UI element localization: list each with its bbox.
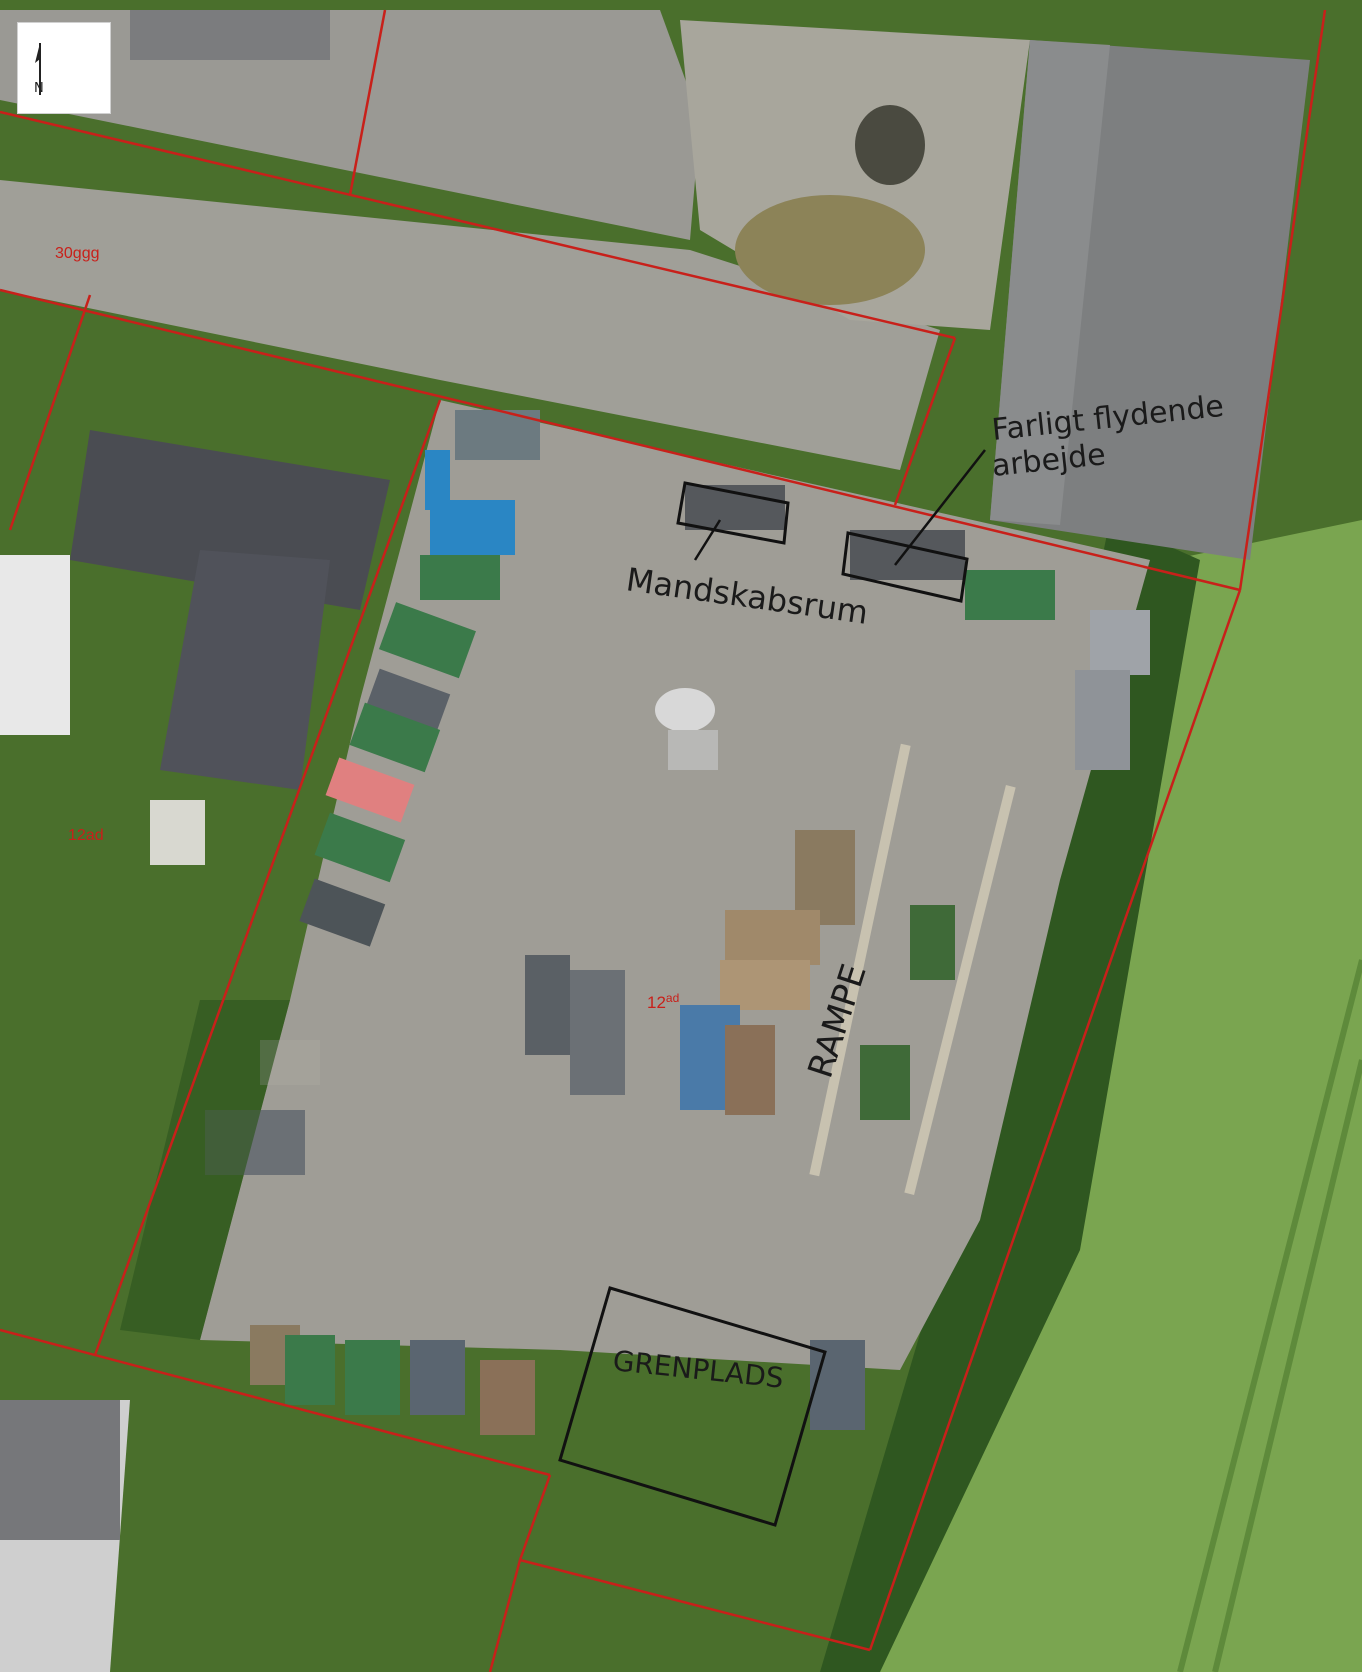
dry-grass-patch: [735, 195, 925, 305]
container: [314, 812, 406, 883]
tree-line: [820, 520, 1200, 1672]
container: [325, 757, 415, 823]
left-house-wing: [160, 550, 330, 790]
parcel-label-top-left: 30ggg: [55, 245, 100, 262]
container: [725, 1025, 775, 1115]
container: [299, 878, 386, 947]
container: [410, 1340, 465, 1415]
mandskabsrum-leader-line: [693, 519, 722, 561]
north-arrow-icon: [35, 43, 41, 95]
top-left-building: [130, 10, 330, 60]
container: [420, 555, 500, 600]
warehouse-roof-shade: [990, 40, 1110, 525]
small-structure: [150, 800, 205, 865]
ramp-strip: [904, 785, 1016, 1195]
container: [795, 830, 855, 925]
container: [285, 1335, 335, 1405]
container: [349, 702, 441, 773]
container: [480, 1360, 535, 1435]
container: [810, 1340, 865, 1430]
container: [364, 668, 451, 737]
bulk-bag: [655, 688, 715, 732]
container: [570, 970, 625, 1095]
mandskabsrum-outline: [676, 481, 790, 545]
container: [720, 960, 810, 1010]
parcel-label-center-sup: ad: [666, 991, 679, 1005]
left-white-building: [0, 555, 70, 735]
parcel-label-center: 12ad: [647, 991, 679, 1012]
container: [725, 910, 820, 965]
pallet: [668, 730, 718, 770]
container: [860, 1045, 910, 1120]
north-arrow: N: [17, 22, 111, 114]
container: [965, 570, 1055, 620]
parcel-boundaries: [0, 9, 1327, 1672]
container: [1075, 670, 1130, 770]
container: [345, 1340, 400, 1415]
container: [525, 955, 570, 1055]
ramp-strip: [809, 743, 911, 1177]
west-tree-shadow: [120, 1000, 290, 1340]
container: [910, 905, 955, 980]
grenplads-outline: [558, 1286, 827, 1527]
field-tractor-lines: [1177, 959, 1362, 1672]
container: [1090, 610, 1150, 675]
parcel-label-center-main: 12: [647, 993, 666, 1012]
northern-yard: [0, 180, 940, 470]
north-road: [0, 10, 700, 240]
farligt-leader-line: [894, 449, 986, 566]
north-label: N: [34, 81, 44, 96]
container: [378, 602, 476, 679]
container: [430, 500, 515, 555]
parcel-label-left: 12ad: [68, 827, 104, 844]
farligt-arbejde-outline: [841, 531, 969, 603]
bottom-left-roof-section: [0, 1400, 120, 1540]
pond: [855, 105, 925, 185]
